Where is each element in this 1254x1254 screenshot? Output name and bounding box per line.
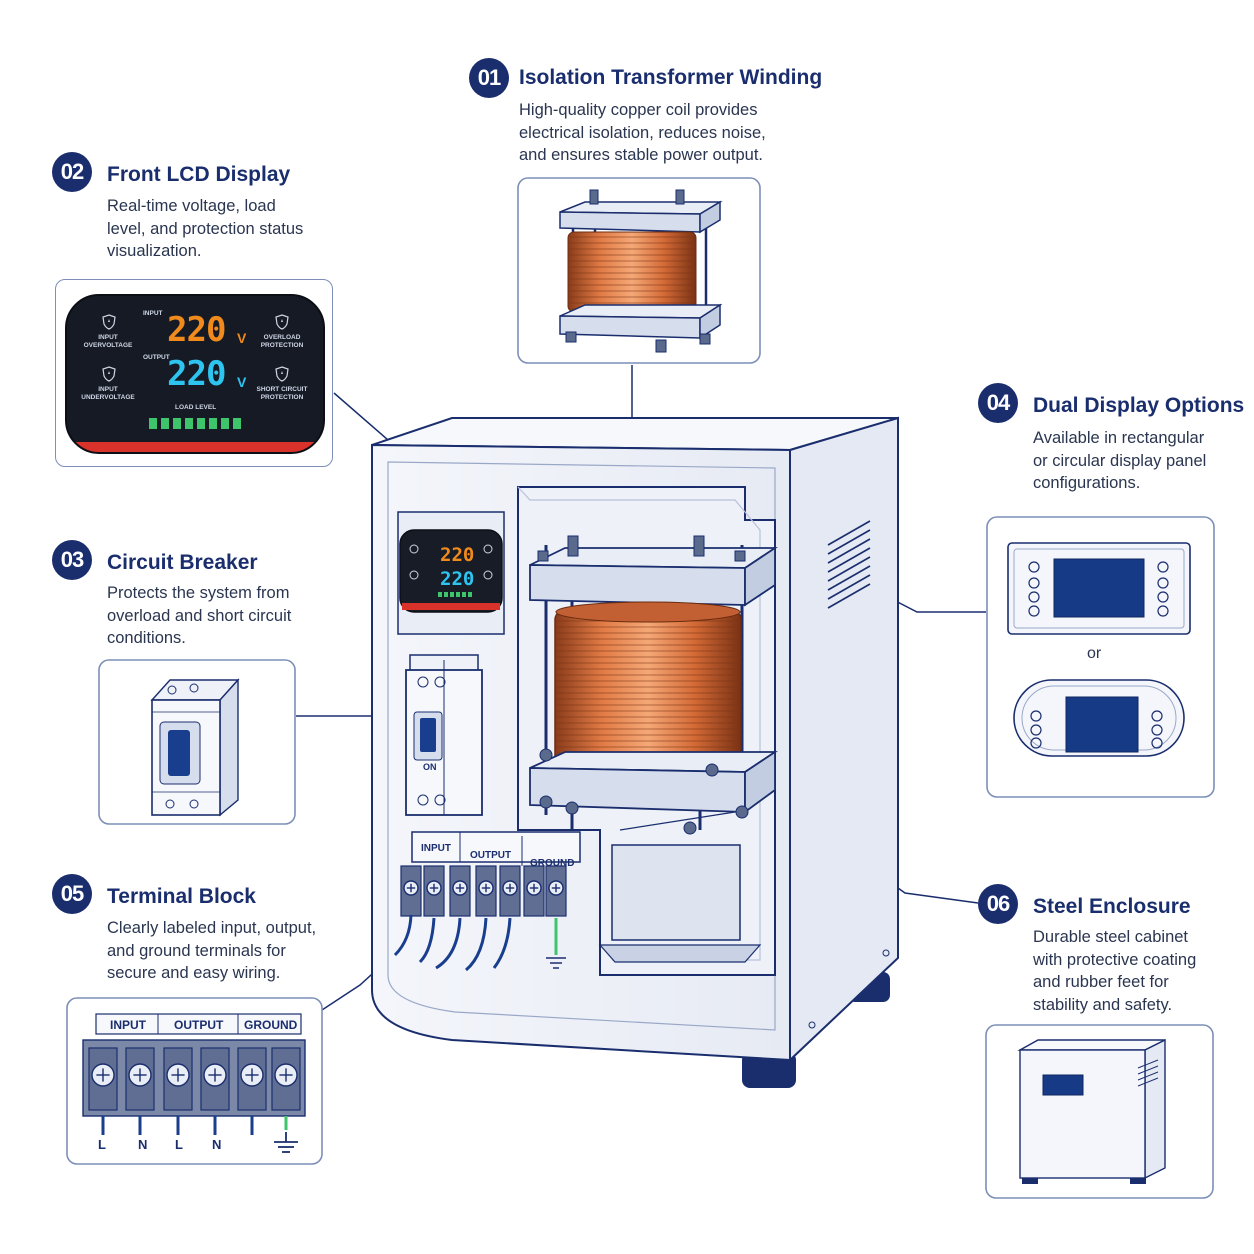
panel-terminals [88,1047,301,1135]
load-segment [221,418,229,429]
desc-line: or circular display panel [1033,451,1207,470]
desc-line: with protective coating [1033,950,1197,969]
title-circuit-breaker: Circuit Breaker [107,551,258,574]
lcd-load-bar [149,418,249,429]
shield-icon [275,314,289,330]
status-line: UNDERVOLTAGE [81,394,135,401]
lcd-input-label: INPUT [143,310,163,317]
wire-label-n2: N [212,1137,221,1152]
load-segment [149,418,157,429]
shield-icon [102,366,116,382]
desc-line: level, and protection status [107,219,304,238]
cabinet-terminal-output-label: OUTPUT [470,850,511,861]
main-transformer [529,535,778,835]
lcd-output-unit: V [237,374,247,390]
lcd-output-label: OUTPUT [143,354,170,361]
badge-03: 03 [52,540,92,580]
badge-02: 02 [52,152,92,192]
load-segment [233,418,241,429]
desc-terminal-block: Clearly labeled input, output, and groun… [107,917,316,985]
panel-terminal-input-label: INPUT [110,1018,147,1032]
desc-line: Protects the system from [107,584,290,602]
lcd-input-unit: V [237,330,247,346]
panel-enclosure-illustration [1017,1038,1166,1184]
desc-line: overload and short circuit [107,606,292,625]
lcd-output-value: 220 [167,354,226,394]
title-terminal-block: Terminal Block [107,885,256,908]
desc-line: stability and safety. [1033,995,1173,1014]
load-segment [161,418,169,429]
panel-transformer-illustration [559,189,723,353]
cabinet-breaker-on-label: ON [423,762,437,772]
desc-front-lcd: Real-time voltage, load level, and prote… [107,195,303,263]
cabinet-terminals [400,865,567,917]
desc-line: Real-time voltage, load [107,197,276,215]
desc-isolation-transformer: High-quality copper coil provides electr… [519,99,766,167]
desc-line: electrical isolation, reduces noise, [519,123,766,142]
desc-line: Available in rectangular [1033,429,1205,447]
desc-line: visualization. [107,242,202,260]
desc-line: Durable steel cabinet [1033,928,1189,946]
desc-line: secure and easy wiring. [107,964,281,982]
shield-icon [275,366,289,382]
title-steel-enclosure: Steel Enclosure [1033,895,1191,918]
cabinet-terminal-ground-label: GROUND [530,858,574,869]
cabinet-breaker: ON [405,654,483,816]
desc-line: and ensures stable power output. [519,146,763,164]
desc-circuit-breaker: Protects the system from overload and sh… [107,582,291,650]
badge-06: 06 [978,884,1018,924]
desc-line: and ground terminals for [107,941,286,960]
badge-05: 05 [52,874,92,914]
panel-dual-display-illustration [1007,542,1191,757]
shield-icon [102,314,116,330]
panel-terminal-ground-label: GROUND [244,1018,298,1032]
panel-terminal-illustration: INPUT OUTPUT GROUND L N L N [82,1013,306,1153]
load-segment [209,418,217,429]
lcd-screen: INPUT 220 V OUTPUT 220 V LOAD LEVEL INPU… [65,294,325,454]
desc-steel-enclosure: Durable steel cabinet with protective co… [1033,926,1196,1016]
status-line: INPUT [98,334,118,341]
status-line: PROTECTION [260,342,304,349]
panel-breaker-illustration [150,678,240,817]
wire-label-l2: L [175,1137,183,1152]
status-line: OVERVOLTAGE [83,342,133,349]
cabinet-lcd-output-value: 220 [440,568,474,590]
cabinet-lcd: 220 220 [397,511,505,635]
lcd-input-value: 220 [167,310,226,350]
title-front-lcd: Front LCD Display [107,163,291,186]
title-isolation-transformer: Isolation Transformer Winding [519,66,823,89]
desc-line: Clearly labeled input, output, [107,919,317,937]
load-segment [197,418,205,429]
status-line: INPUT [98,386,118,393]
desc-dual-display: Available in rectangular or circular dis… [1033,427,1206,495]
desc-line: and rubber feet for [1033,973,1169,991]
panel-terminal-output-label: OUTPUT [174,1018,224,1032]
desc-line: conditions. [107,629,186,647]
title-dual-display: Dual Display Options [1033,394,1245,417]
load-segment [173,418,181,429]
status-line: SHORT CIRCUIT [256,386,308,393]
cabinet-terminal-input-label: INPUT [421,843,451,854]
load-segment [185,418,193,429]
desc-line: High-quality copper coil provides [519,101,758,119]
wire-label-l1: L [98,1137,106,1152]
lcd-load-label: LOAD LEVEL [175,404,217,411]
cabinet-terminal-block: INPUT OUTPUT GROUND [393,831,581,972]
badge-04: 04 [978,383,1018,423]
desc-line: configurations. [1033,474,1141,492]
display-or-label: or [1087,645,1102,662]
wire-label-n1: N [138,1137,147,1152]
status-line: PROTECTION [260,394,304,401]
status-line: OVERLOAD [263,334,301,341]
cabinet-lcd-input-value: 220 [440,544,474,566]
ground-icon [274,1132,298,1153]
badge-01: 01 [469,58,509,98]
